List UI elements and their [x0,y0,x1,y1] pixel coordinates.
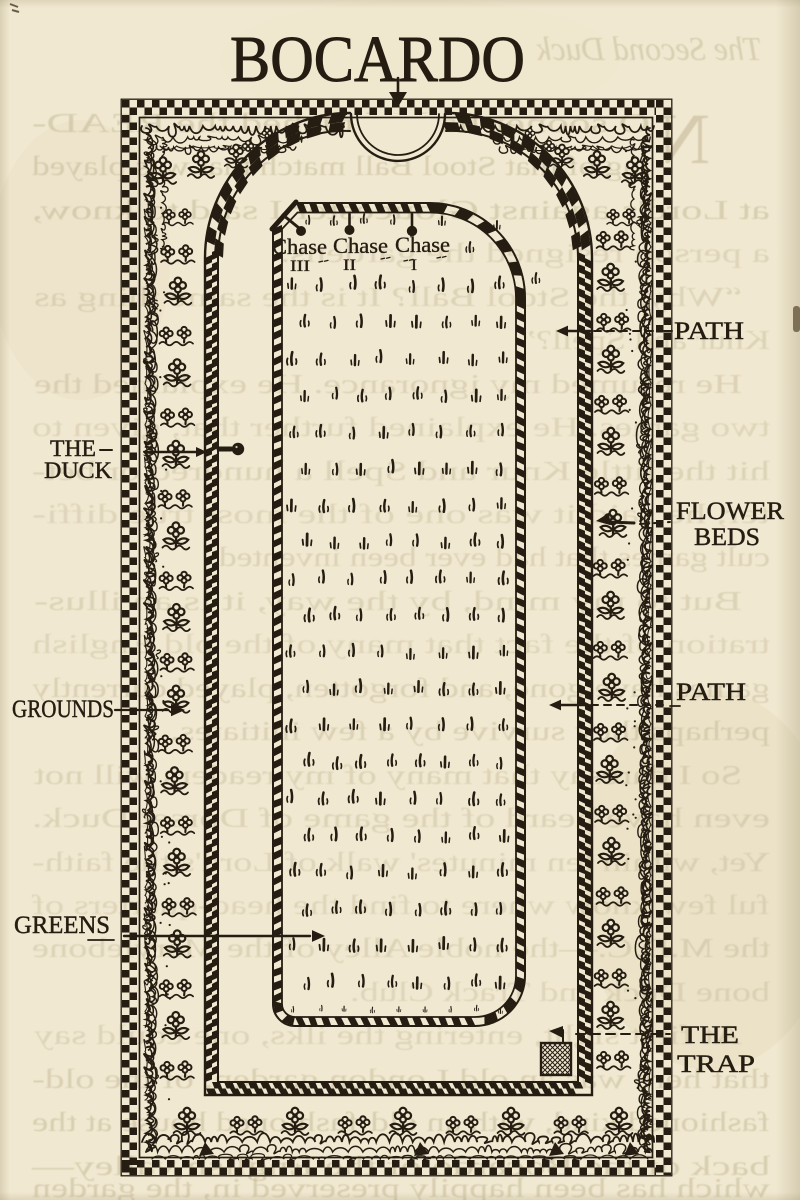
svg-text:III: III [290,258,310,275]
svg-text:PATH: PATH [676,679,746,706]
svg-text:Chase: Chase [272,234,327,259]
svg-text:The Second Duck: The Second Duck [536,31,762,68]
svg-text:FLOWER: FLOWER [676,498,784,525]
svg-text:which has been happily preserv: which has been happily preserved in, the… [32,1172,770,1200]
svg-text:THE: THE [681,1022,739,1049]
svg-text:GREENS: GREENS [14,912,110,939]
svg-text:cult games that had ever been: cult games that had ever been invented. [210,541,770,572]
svg-text:BEDS: BEDS [694,524,760,551]
svg-text:THE: THE [50,436,96,461]
svg-text:perhaps they survive by a few: perhaps they survive by a few initiates. [170,715,770,746]
svg-text:Chase: Chase [333,233,388,258]
svg-text:Chase: Chase [395,232,450,257]
svg-text:II: II [343,257,356,274]
svg-text:I: I [411,257,417,274]
svg-text:a person resigned the gardens.: a person resigned the gardens. [280,237,770,268]
svg-text:bone Duck and Track Club.: bone Duck and Track Club. [350,976,770,1007]
svg-text:BOCARDO: BOCARDO [230,23,525,96]
svg-text:TRAP: TRAP [677,1051,755,1078]
svg-text:DUCK: DUCK [44,458,112,483]
svg-text:GROUNDS: GROUNDS [12,696,114,723]
svg-text:PATH: PATH [674,318,744,345]
